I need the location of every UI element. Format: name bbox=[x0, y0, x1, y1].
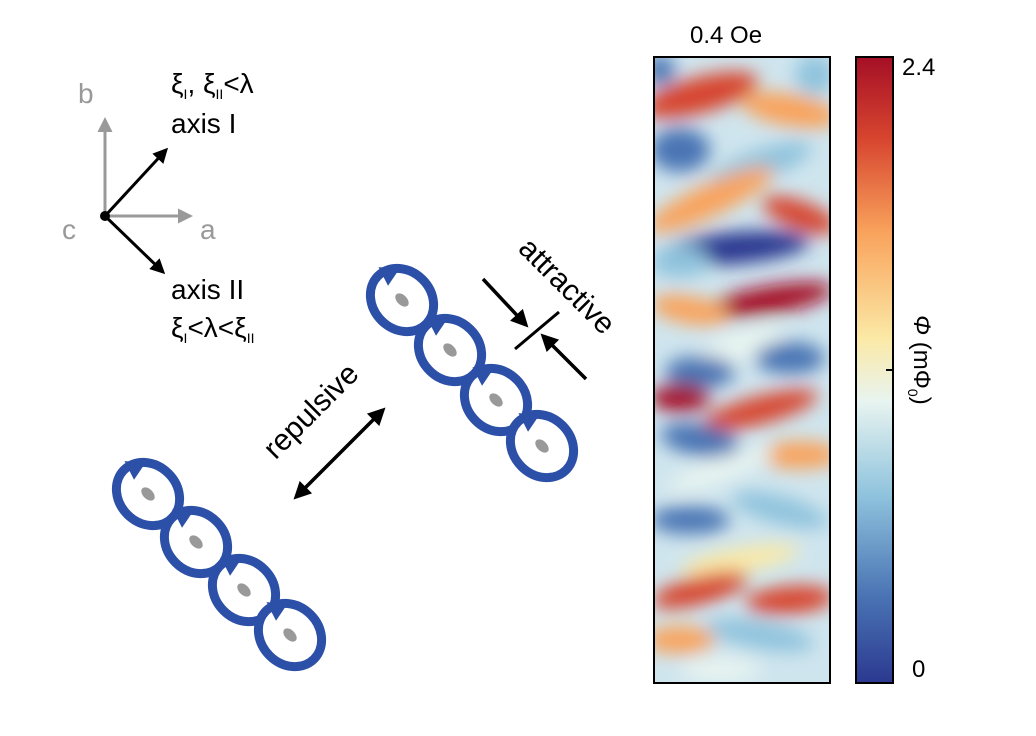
vortex-core bbox=[535, 439, 549, 453]
attractive-arrow-left bbox=[481, 277, 529, 328]
vortex-arrowhead bbox=[172, 509, 194, 528]
c-axis-label: c bbox=[62, 214, 76, 245]
flux-blob bbox=[795, 57, 830, 95]
flux-map bbox=[653, 56, 831, 684]
condition-rest: <λ bbox=[223, 68, 254, 99]
colorbar-axis-label: Φ (mΦ0) bbox=[905, 315, 935, 405]
flux-blob bbox=[654, 128, 710, 172]
subscript-I: I bbox=[183, 86, 188, 102]
vortex-arrowhead bbox=[124, 461, 146, 480]
axis-II-label: axis II bbox=[171, 274, 245, 305]
condition-middle: <λ<ξ bbox=[187, 312, 247, 343]
vortex-arrowhead bbox=[472, 367, 494, 386]
flux-blob bbox=[654, 384, 710, 412]
colorbar-min-label: 0 bbox=[912, 656, 926, 683]
xi-symbol: ξ bbox=[171, 312, 184, 343]
a-axis-label: a bbox=[200, 214, 216, 245]
vortex-core bbox=[283, 628, 297, 642]
vortex bbox=[253, 598, 327, 672]
flux-blob bbox=[705, 618, 815, 652]
unit-subscript: 0 bbox=[905, 388, 921, 397]
flux-blob bbox=[731, 491, 829, 529]
vortex-core bbox=[443, 343, 457, 357]
flux-blob bbox=[705, 282, 830, 318]
axis-I-arrow bbox=[103, 147, 169, 218]
flux-blob bbox=[697, 324, 783, 366]
vortex-arrowhead bbox=[220, 557, 242, 576]
map-title: 0.4 Oe bbox=[690, 22, 763, 49]
vortex bbox=[459, 363, 533, 437]
subscript-I: I bbox=[183, 330, 188, 346]
vortex-core bbox=[141, 487, 155, 501]
vortex-chain-right bbox=[365, 263, 579, 483]
flux-blob bbox=[665, 356, 735, 388]
flux-blob bbox=[745, 585, 830, 615]
axis-II-arrow bbox=[103, 214, 166, 275]
crystal-axes bbox=[97, 117, 193, 275]
flux-blob bbox=[762, 196, 830, 234]
flux-blob bbox=[654, 57, 675, 85]
colorbar-max-label: 2.4 bbox=[902, 54, 936, 81]
colorbar bbox=[855, 56, 894, 684]
flux-map-frame bbox=[653, 56, 831, 684]
vortex-arrowhead bbox=[266, 602, 288, 621]
attractive-label: attractive bbox=[512, 232, 621, 341]
flux-blob bbox=[654, 71, 759, 119]
flux-blob bbox=[701, 389, 819, 431]
subscript-II: II bbox=[215, 86, 224, 102]
vortex-arrowhead bbox=[518, 413, 540, 432]
attractive-arrow-right bbox=[540, 333, 588, 381]
flux-blob bbox=[654, 167, 774, 233]
unit-close: ) bbox=[908, 396, 935, 405]
vortex-chain-left bbox=[111, 457, 327, 672]
flux-blob bbox=[680, 544, 800, 576]
vortex-arrowhead bbox=[426, 317, 448, 336]
flux-blob bbox=[660, 422, 740, 458]
flux-blob bbox=[654, 246, 710, 278]
vortex-core bbox=[237, 583, 251, 597]
vortex-core bbox=[489, 393, 503, 407]
flux-blob bbox=[654, 571, 749, 609]
vortex bbox=[505, 409, 579, 483]
flux-blob bbox=[755, 342, 825, 374]
unit-open: (mΦ bbox=[908, 341, 935, 389]
xi-symbol: ξ bbox=[171, 68, 184, 99]
vortex-core bbox=[189, 535, 203, 549]
flux-blob bbox=[668, 448, 772, 492]
flux-blob bbox=[654, 626, 715, 654]
flux-blob bbox=[740, 92, 830, 128]
flux-blob bbox=[654, 506, 730, 534]
subscript-II: II bbox=[246, 330, 255, 346]
flux-blob bbox=[680, 658, 760, 682]
axis-II-condition: ξI<λ<ξII bbox=[171, 312, 255, 346]
repulsive-label: repulsive bbox=[257, 357, 365, 465]
vortex-arrowhead bbox=[378, 267, 400, 286]
axis-I-condition: ξI, ξII<λ bbox=[171, 68, 254, 102]
b-axis-label: b bbox=[78, 78, 94, 109]
phi-symbol: Φ bbox=[908, 315, 935, 336]
attractive-bar bbox=[514, 310, 560, 351]
condition-separator: , ξ bbox=[187, 68, 216, 99]
repulsive-arrow bbox=[293, 407, 386, 500]
vortex-core bbox=[395, 293, 409, 307]
axis-I-label: axis I bbox=[171, 108, 237, 139]
flux-blob bbox=[760, 441, 830, 469]
flux-blob bbox=[654, 294, 730, 326]
attractive-arrows bbox=[481, 277, 588, 381]
